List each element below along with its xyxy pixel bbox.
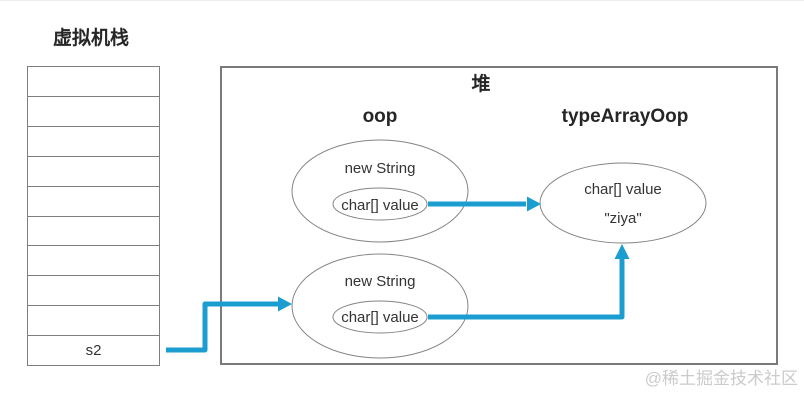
heap-title: 堆 xyxy=(471,74,491,95)
string2-char-value-label: char[] value xyxy=(341,309,419,326)
stack-cell xyxy=(28,187,159,217)
vm-stack-table: s2 xyxy=(27,66,160,366)
string2-inner-ellipse xyxy=(332,300,428,334)
string2-label: new String xyxy=(344,273,416,290)
vm-stack-title: 虚拟机栈 xyxy=(53,28,130,49)
string1-inner-ellipse xyxy=(332,187,428,221)
stack-cell xyxy=(28,276,159,307)
char-array-ellipse xyxy=(539,162,707,244)
stack-cell-s2: s2 xyxy=(85,342,102,360)
char-array-value: "ziya" xyxy=(604,210,642,227)
arrowhead-into-string2 xyxy=(278,296,292,312)
stack-cell xyxy=(28,306,159,337)
arrowhead-into-char-array-bottom xyxy=(614,244,630,259)
char-array-label: char[] value xyxy=(584,181,662,198)
type-array-oop-column-label: typeArrayOop xyxy=(561,106,689,127)
stack-cell xyxy=(28,127,159,157)
stack-cell xyxy=(28,157,159,187)
arrow-heads xyxy=(278,196,630,312)
stack-cell xyxy=(28,217,159,247)
stack-cell xyxy=(28,67,159,97)
arrow-string2-to-char-array xyxy=(428,259,625,320)
string1-label: new String xyxy=(344,160,416,177)
stack-cell xyxy=(28,246,159,277)
oop-column-label: oop xyxy=(362,106,398,127)
string1-char-value-label: char[] value xyxy=(341,197,419,214)
arrow-s2-to-string2 xyxy=(166,301,279,353)
watermark: @稀土掘金技术社区 xyxy=(644,369,798,388)
arrow-lines xyxy=(166,201,625,353)
stack-cell xyxy=(28,97,159,127)
arrowhead-into-char-array-left xyxy=(527,196,541,212)
